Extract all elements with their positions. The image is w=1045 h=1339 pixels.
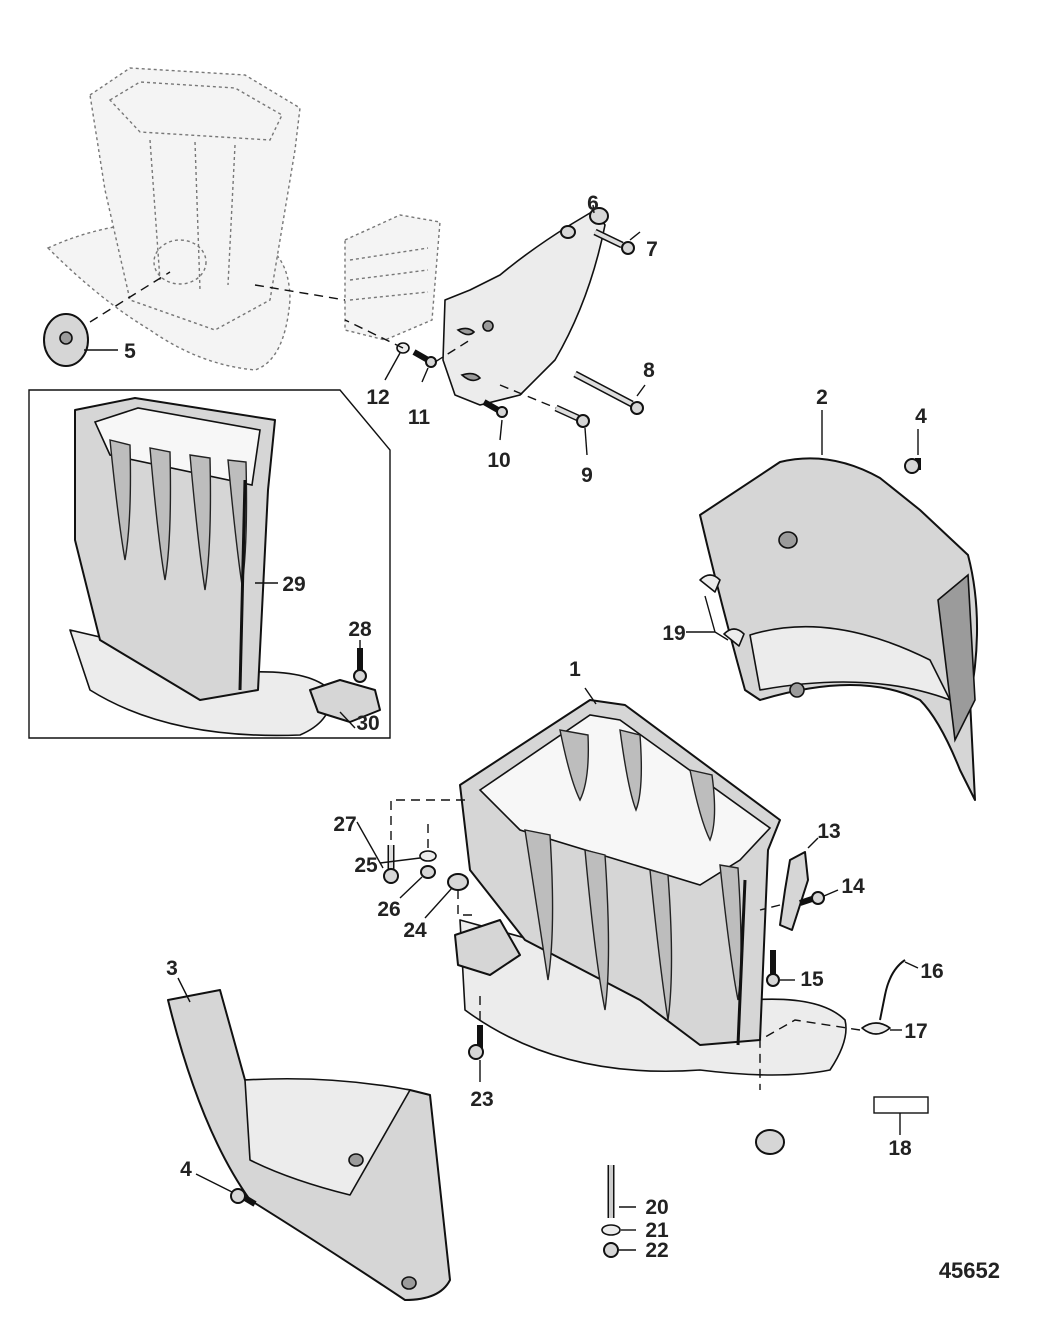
leader-1 [584, 687, 597, 705]
leader-30 [339, 711, 356, 729]
part-13-bracket [779, 851, 809, 931]
callout-10: 10 [487, 449, 510, 472]
part-4-screw-lower [230, 1188, 257, 1207]
assembly-line-11 [434, 339, 471, 363]
part-19-clips [699, 574, 745, 647]
leader-13 [807, 837, 819, 849]
callout-23: 23 [470, 1088, 493, 1111]
leader-25 [379, 857, 421, 864]
part-22-nut [603, 1242, 619, 1258]
callout-26: 26 [377, 898, 400, 921]
callout-19: 19 [662, 622, 685, 645]
ghost-exhaust-adapter [344, 214, 441, 341]
part-7-bolt [593, 228, 635, 255]
leader-14 [823, 889, 839, 897]
part-26-nut [420, 865, 436, 879]
part-28-screw [353, 648, 367, 683]
part-30-bracket [309, 679, 381, 723]
callout-5: 5 [124, 340, 136, 363]
part-4-screw-upper [904, 458, 921, 474]
callout-18: 18 [888, 1137, 912, 1160]
part-10-bolt [482, 399, 508, 418]
assembly-line-24 [457, 890, 475, 916]
leader-9 [584, 427, 588, 456]
callout-12: 12 [366, 386, 389, 409]
callout-20: 20 [645, 1196, 668, 1219]
callout-15: 15 [800, 968, 824, 991]
leader-8 [636, 384, 646, 397]
callout-27: 27 [333, 813, 356, 836]
callout-13: 13 [817, 820, 840, 843]
callout-2: 2 [816, 386, 828, 409]
callout-30: 30 [356, 712, 379, 735]
part-23-screw [468, 1025, 484, 1060]
figure-number: 45652 [939, 1258, 1000, 1283]
callout-11: 11 [408, 406, 431, 429]
leader-27 [356, 821, 384, 869]
assembly-line-9 [499, 384, 557, 409]
part-11-bolt [412, 349, 437, 368]
callout-29: 29 [282, 573, 305, 596]
part-5-cover-plate [43, 313, 89, 367]
callout-25: 25 [354, 854, 378, 877]
part-16-wire [879, 959, 906, 1021]
callout-8: 8 [643, 359, 655, 382]
part-27-bolt [383, 845, 399, 884]
callout-16: 16 [920, 960, 943, 983]
callout-21: 21 [645, 1219, 669, 1242]
part-2-upper-chaps [699, 457, 979, 801]
part-18-label [873, 1096, 929, 1114]
callout-14: 14 [841, 875, 865, 898]
part-14-screw [799, 891, 825, 906]
part-21-washer [601, 1224, 621, 1236]
part-8-long-bolt [573, 370, 644, 415]
callout-3: 3 [166, 957, 178, 980]
ghost-driveshaft-housing [46, 67, 301, 371]
callout-9: 9 [581, 464, 593, 487]
inset-driveshaft-housing [69, 397, 332, 737]
part-6-mount-bracket [442, 207, 609, 406]
part-9-bolt [554, 404, 590, 428]
part-1-driveshaft-housing [454, 699, 847, 1155]
leader-16 [904, 961, 919, 969]
leader-12 [384, 352, 401, 381]
assembly-line-27 [390, 799, 470, 840]
part-24-plug [447, 873, 469, 891]
leader-24 [424, 887, 453, 919]
leader-6 [592, 204, 595, 214]
leader-26 [399, 876, 423, 899]
part-25-washer [419, 850, 437, 862]
callout-17: 17 [904, 1020, 927, 1043]
leader-19 [686, 595, 729, 641]
callout-6: 6 [587, 192, 599, 215]
part-15-screw [766, 950, 780, 987]
part-17-clip [861, 1022, 891, 1035]
leader-10 [499, 419, 503, 441]
assembly-line-adapter [254, 284, 346, 301]
assembly-line-12 [344, 319, 404, 349]
assembly-line-17 [759, 1019, 861, 1090]
callout-1: 1 [569, 658, 581, 681]
callout-4-lower: 4 [180, 1158, 192, 1181]
callout-24: 24 [403, 919, 427, 942]
leader-4-lower [195, 1173, 233, 1193]
leader-3 [177, 977, 191, 1003]
callout-4-upper: 4 [915, 405, 927, 428]
inset-box [28, 389, 391, 739]
leader-11 [421, 367, 429, 383]
part-3-lower-chaps [167, 989, 451, 1301]
callout-22: 22 [645, 1239, 668, 1262]
callout-7: 7 [646, 238, 658, 261]
callout-28: 28 [348, 618, 372, 641]
assembly-line-14 [759, 904, 781, 911]
leader-7 [629, 231, 641, 241]
assembly-line-5 [89, 271, 171, 323]
